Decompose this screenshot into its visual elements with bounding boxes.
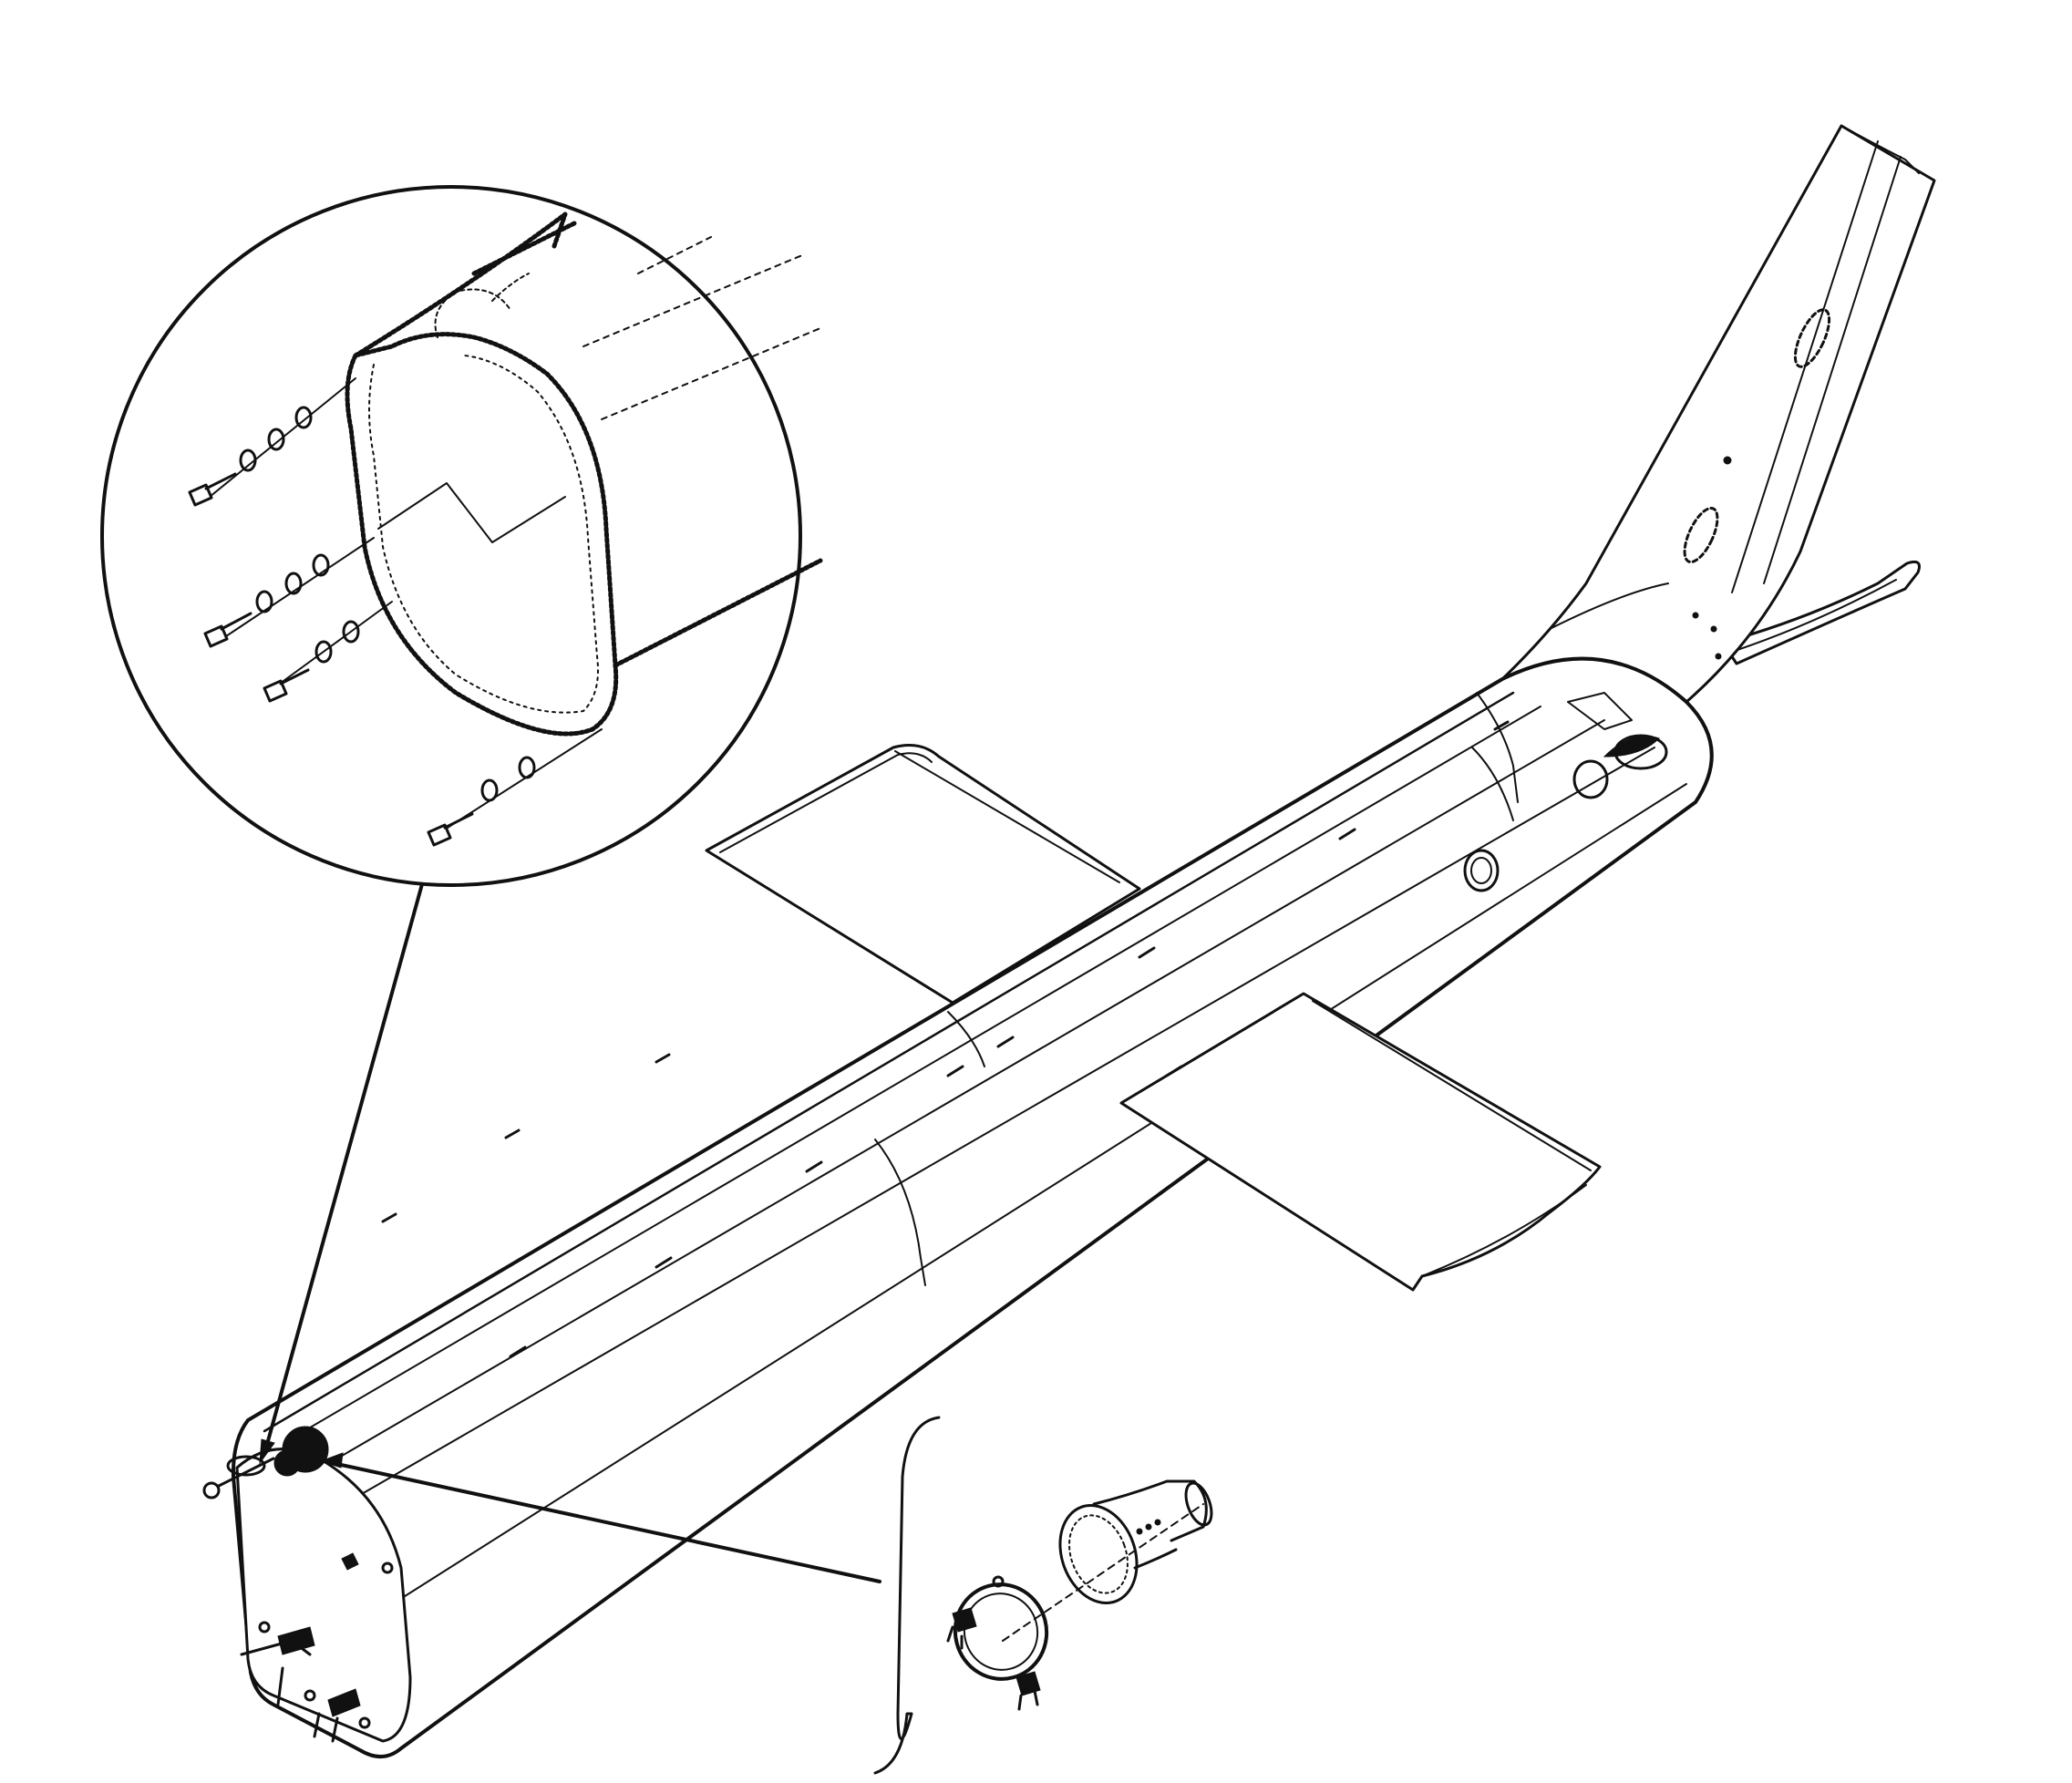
vertical-fin xyxy=(1500,124,1936,749)
drive-shaft-coupling-detail xyxy=(319,1416,1213,1775)
horizontal-stabilizer-left xyxy=(705,744,1141,1005)
bolt-set-3 xyxy=(263,601,393,703)
bolt-set-2 xyxy=(203,537,375,648)
bolt-set-4 xyxy=(427,728,603,847)
tail-boom xyxy=(202,656,1714,1758)
boom-attach-bolt-detail xyxy=(100,185,823,1465)
tail-skid xyxy=(1721,560,1921,665)
bolt-set-1 xyxy=(188,377,356,507)
horizontal-stabilizer-right xyxy=(1119,992,1602,1292)
